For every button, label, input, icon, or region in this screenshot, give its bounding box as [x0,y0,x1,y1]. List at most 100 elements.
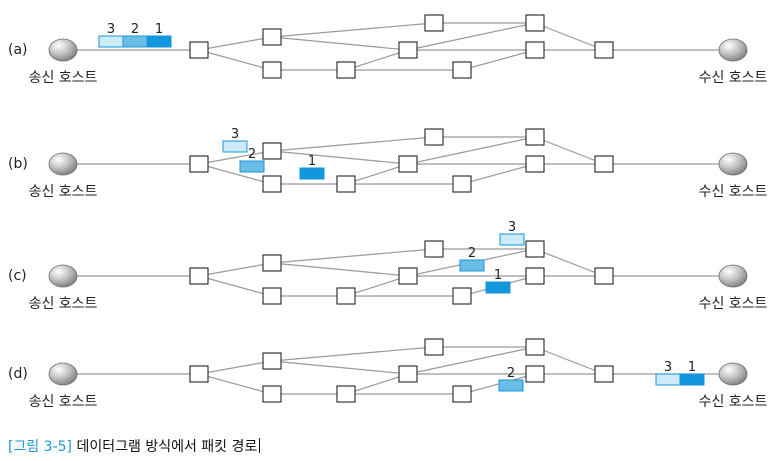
link-line [534,136,605,165]
receiver-host-icon [718,152,748,176]
caption-text: 데이터그램 방식에서 패킷 경로 [76,439,258,455]
sender-host-icon [48,38,78,62]
sender-label: 송신 호스트 [29,296,98,312]
packet-number: 1 [688,360,696,375]
packet-number: 2 [131,22,139,37]
router-icon [424,338,444,356]
link-line [534,248,605,277]
router-icon [262,352,282,370]
router-icon [262,28,282,46]
router-icon [452,287,472,305]
figure-caption: [그림 3-5] 데이터그램 방식에서 패킷 경로 [8,436,261,456]
packet-number: 3 [664,360,672,375]
packet-number: 2 [507,366,515,381]
router-icon [424,240,444,258]
router-icon [336,287,356,305]
link-line [271,262,409,277]
router-icon [525,240,545,258]
packet [679,373,705,386]
link-line [198,36,273,51]
router-icon [189,267,209,285]
router-icon [594,365,614,383]
router-icon [525,41,545,59]
panel-label: (d) [8,366,28,382]
packet-number: 2 [468,246,476,261]
link-line [271,150,409,165]
router-icon [262,61,282,79]
packet [498,379,524,392]
receiver-host-icon [718,38,748,62]
router-icon [262,385,282,403]
router-icon [525,338,545,356]
router-icon [398,41,418,59]
packet [459,259,485,272]
panel-label: (b) [8,156,28,172]
router-icon [525,155,545,173]
router-icon [336,385,356,403]
panel-label: (c) [8,268,27,284]
link-line [407,346,536,375]
packet-number: 3 [231,127,239,142]
receiver-host-icon [718,264,748,288]
router-icon [189,155,209,173]
link-line [407,136,536,165]
receiver-label: 수신 호스트 [699,394,768,410]
packet [299,167,325,180]
packet [485,281,511,294]
receiver-host-icon [718,362,748,386]
link-line [534,346,605,375]
router-icon [525,128,545,146]
link-line [198,360,273,375]
router-icon [398,365,418,383]
panel: (b)송신 호스트 수신 호스트 32 1 [8,127,768,200]
router-icon [189,41,209,59]
packet [222,140,248,153]
link-line [345,275,409,297]
link-line [461,49,536,71]
packet [239,160,265,173]
sender-label: 송신 호스트 [29,394,98,410]
router-icon [452,61,472,79]
router-icon [398,155,418,173]
link-line [407,22,536,51]
link-line [345,49,409,71]
receiver-label: 수신 호스트 [699,184,768,200]
router-icon [262,175,282,193]
packet [146,35,172,48]
router-icon [594,41,614,59]
router-icon [398,267,418,285]
packet-number: 1 [308,154,316,169]
link-line [271,136,435,152]
text-cursor [259,438,261,453]
router-icon [525,267,545,285]
router-icon [452,385,472,403]
router-icon [525,14,545,32]
link-line [198,275,273,297]
link-line [271,346,435,362]
sender-label: 송신 호스트 [29,184,98,200]
packet [655,373,681,386]
router-icon [336,175,356,193]
router-icon [262,254,282,272]
link-line [271,22,435,38]
packet-number: 1 [494,268,502,283]
sender-label: 송신 호스트 [29,70,98,86]
packet [499,233,525,246]
router-icon [262,142,282,160]
router-icon [189,365,209,383]
packet-number: 3 [508,220,516,235]
packet [98,35,124,48]
packet-number: 2 [248,147,256,162]
router-icon [594,267,614,285]
link-line [345,373,409,395]
router-icon [525,365,545,383]
link-line [345,163,409,185]
link-line [198,373,273,395]
router-icon [336,61,356,79]
packet-number: 3 [107,22,115,37]
link-line [198,49,273,71]
packet [122,35,148,48]
